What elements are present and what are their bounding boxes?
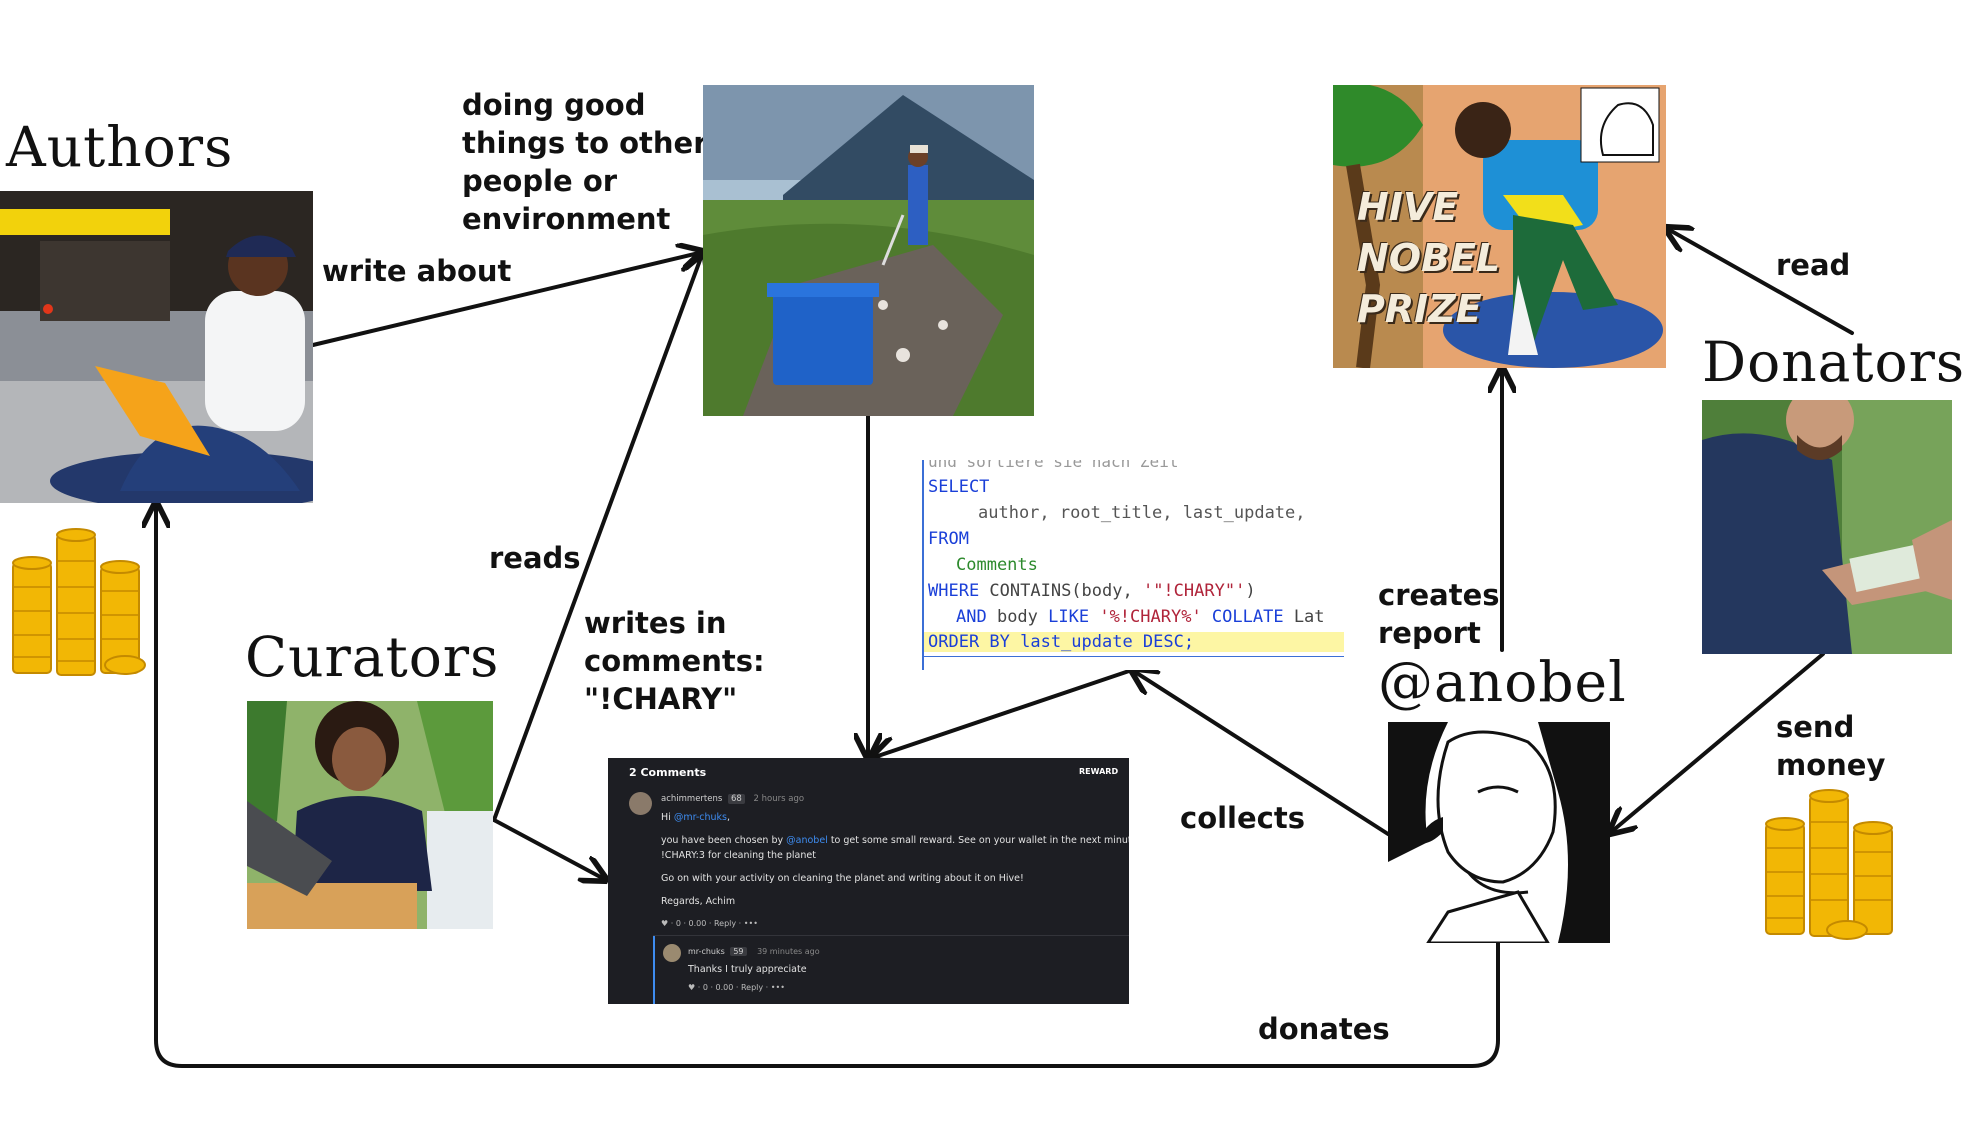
code-line-comment: und sortiere sie nach Zeit [928,460,1179,471]
donators-title: Donators [1702,330,1966,394]
reward-button[interactable]: REWARD [1079,767,1119,776]
donator-photo [1702,400,1952,654]
curators-title: Curators [245,625,500,689]
comment-1-paragraph-1: you have been chosen by @anobel to get s… [661,835,1129,846]
arrow-write-about [311,252,703,347]
comment-2-text: Thanks I truly appreciate [688,964,807,975]
comment-1-signature: Regards, Achim [661,896,736,907]
label-writes-in-comments: writes in comments: "!CHARY" [584,606,765,716]
comment-2-user: mr-chuks [688,947,725,956]
comment-1-meta: achimmertens 68 2 hours ago [661,794,805,804]
code-select: SELECT [928,477,990,497]
code-fields: author, root_title, last_update, [978,503,1316,523]
hive-nobel-prize-poster: HIVE NOBEL PRIZE [1333,85,1666,368]
curator-photo [247,701,493,929]
reply-thread-line [653,936,655,1004]
authors-title: Authors [6,115,234,179]
arrow-writes-comments [492,818,606,880]
label-doing-good: doing good things to other people or env… [462,88,708,236]
label-donates: donates [1258,1012,1390,1046]
avatar[interactable] [629,792,652,815]
environment-cleanup-photo [703,85,1034,416]
label-creates-report: creates report [1378,578,1500,650]
code-order-by: ORDER BY last_update DESC; [924,632,1344,652]
arrow-reads [492,252,703,822]
code-and: AND body LIKE '%!CHARY%' COLLATE Lat [956,607,1325,627]
comments-header: 2 Comments [629,766,707,779]
comment-1-user: achimmertens [661,794,723,804]
arrow-send-money [1610,652,1825,833]
arrow-anobel-to-comments [872,668,1134,758]
arrow-donates [156,503,1500,1068]
sql-query-panel: und sortiere sie nach Zeit SELECT author… [922,460,1344,670]
anobel-portrait [1388,722,1610,943]
avatar[interactable] [663,944,681,962]
donator-coins-icon [1762,788,1908,948]
label-send-money: send money [1776,710,1886,782]
author-coins-icon [5,527,151,687]
arrow-read [1666,228,1854,335]
comment-2-actions[interactable]: ♥ · 0 · 0.00 · Reply · ••• [688,983,785,992]
comment-1-greeting: Hi @mr-chuks, [661,812,731,823]
label-collects: collects [1180,801,1305,835]
comment-1-paragraph-2: !CHARY:3 for cleaning the planet [661,850,816,861]
author-photo [0,191,313,503]
comment-1-paragraph-3: Go on with your activity on cleaning the… [661,873,1024,884]
arrow-collects [1132,670,1390,836]
poster-title: HIVE NOBEL PRIZE [1357,185,1501,331]
comment-1-actions[interactable]: ♥ · 0 · 0.00 · Reply · ••• [661,919,758,928]
code-where: WHERE CONTAINS(body, '"!CHARY"') [928,581,1256,601]
anobel-title: @anobel [1378,650,1627,714]
code-from: FROM [928,529,969,549]
comment-2-meta: mr-chuks 59 39 minutes ago [688,947,820,956]
label-write-about: write about [322,254,512,288]
label-read: read [1776,248,1851,282]
comments-panel: 2 Comments REWARD achimmertens 68 2 hour… [608,758,1129,1004]
code-table: Comments [956,555,1038,575]
label-reads: reads [489,541,581,575]
